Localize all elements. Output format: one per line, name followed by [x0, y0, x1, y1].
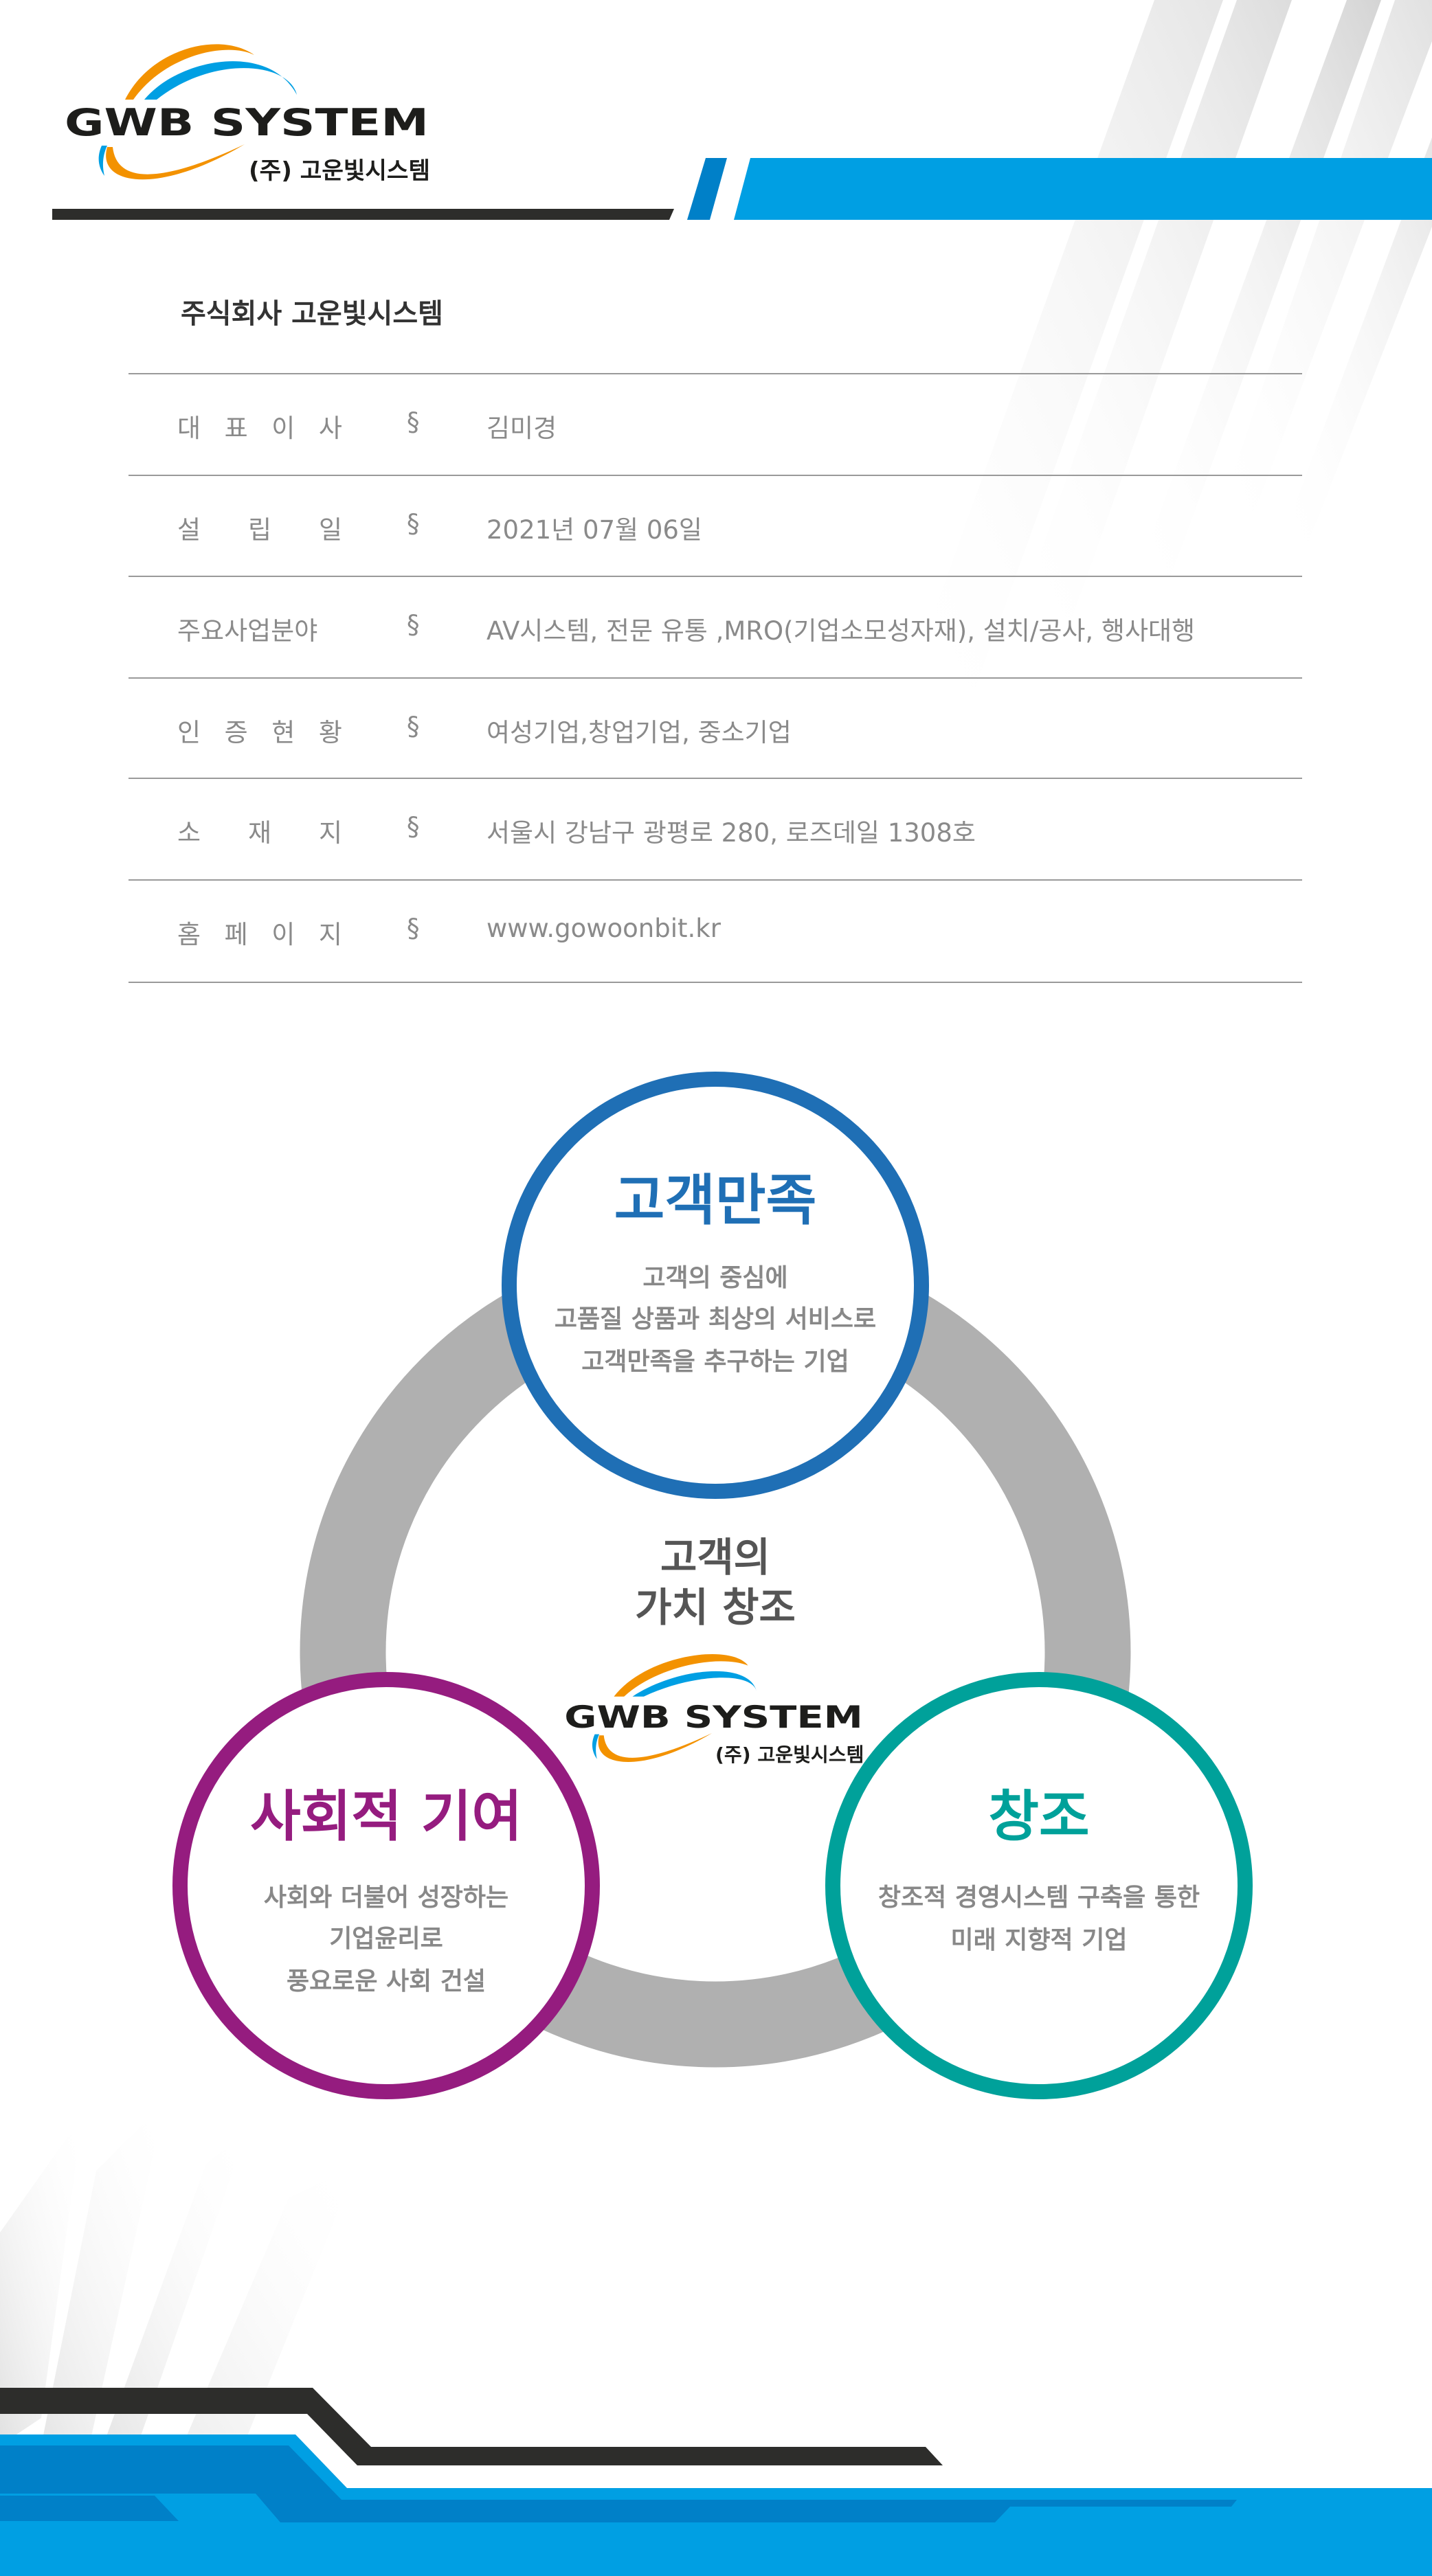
- info-row-value: AV시스템, 전문 유통 ,MRO(기업소모성자재), 설치/공사, 행사대행: [486, 616, 1196, 646]
- label-char: 설: [177, 515, 201, 545]
- label-char: 지: [318, 818, 342, 848]
- label-char: 홈: [177, 920, 201, 949]
- info-row-label: 주요사업분야: [177, 610, 342, 647]
- section-mark: §: [407, 610, 420, 640]
- label-char: 페: [224, 920, 248, 949]
- info-row-value: 여성기업,창업기업, 중소기업: [486, 718, 792, 747]
- header-blue-stripe: [687, 158, 727, 220]
- left-circle-line: 풍요로운 사회 건설: [287, 1967, 486, 1996]
- header-dark-bar: [52, 209, 674, 220]
- logo-subtitle: (주) 고운빛시스템: [249, 157, 430, 185]
- logo-name: GWB SYSTEM: [65, 101, 429, 144]
- label-char: 지: [318, 920, 342, 949]
- center-label-line: 가치 창조: [635, 1584, 796, 1631]
- logo-blue-arc-icon: [632, 1671, 757, 1697]
- table-divider: [128, 475, 1302, 476]
- logo-orange-arc-icon: [614, 1654, 748, 1697]
- right-circle-line: 미래 지향적 기업: [951, 1926, 1128, 1954]
- logo-orange-swoosh-icon: [598, 1733, 713, 1762]
- label-char: 표: [224, 414, 248, 443]
- left-circle-title: 사회적 기여: [250, 1785, 522, 1849]
- top-right-streaks: [907, 0, 1432, 687]
- label-char: 소: [177, 818, 201, 848]
- logo-blue-arc-icon: [144, 61, 297, 100]
- section-mark: §: [407, 712, 420, 741]
- top-circle-line: 고품질 상품과 최상의 서비스로: [555, 1305, 876, 1333]
- label-char: 일: [318, 515, 342, 545]
- section-mark: §: [407, 407, 420, 437]
- section-mark: §: [407, 914, 420, 943]
- footer-dark-bar: [0, 2388, 943, 2465]
- info-row-value: 서울시 강남구 광평로 280, 로즈데일 1308호: [486, 818, 976, 848]
- left-circle-line: 사회와 더불어 성장하는: [264, 1884, 508, 1912]
- top-circle-line: 고객의 중심에: [642, 1264, 787, 1292]
- logo-name: GWB SYSTEM: [564, 1700, 863, 1735]
- label-char: 사: [318, 414, 342, 443]
- center-logo: GWB SYSTEM (주) 고운빛시스템: [564, 1654, 864, 1766]
- label-char: 현: [271, 718, 295, 747]
- label-char: 이: [271, 920, 295, 949]
- values-diagram: 고객만족 고객의 중심에 고품질 상품과 최상의 서비스로 고객만족을 추구하는…: [172, 1072, 1253, 2099]
- bottom-left-streaks: [0, 2102, 357, 2487]
- company-title: 주식회사 고운빛시스템: [181, 298, 443, 330]
- table-divider: [128, 879, 1302, 881]
- logo-subtitle: (주) 고운빛시스템: [715, 1743, 864, 1766]
- circle-customer-satisfaction: 고객만족 고객의 중심에 고품질 상품과 최상의 서비스로 고객만족을 추구하는…: [502, 1072, 929, 1499]
- label-char: 황: [318, 718, 342, 747]
- center-label-line: 고객의: [660, 1534, 770, 1581]
- logo-blue-swoosh-icon: [98, 146, 107, 176]
- logo-orange-arc-icon: [125, 44, 254, 100]
- info-row-value: 2021년 07월 06일: [486, 515, 702, 545]
- label-char: 주요사업분야: [177, 616, 318, 646]
- right-circle-line: 창조적 경영시스템 구축을 통한: [878, 1884, 1200, 1912]
- section-mark: §: [407, 509, 420, 539]
- label-char: 이: [271, 414, 295, 443]
- table-divider: [128, 778, 1302, 779]
- logo-blue-swoosh-icon: [592, 1734, 600, 1759]
- logo-orange-swoosh-icon: [106, 144, 245, 180]
- footer-blue-stripe-1: [0, 2445, 1237, 2522]
- table-divider: [128, 373, 1302, 374]
- label-char: 증: [224, 718, 248, 747]
- table-divider: [128, 576, 1302, 577]
- gwb-system-logo: GWB SYSTEM (주) 고운빛시스템: [65, 44, 430, 185]
- label-char: 인: [177, 718, 201, 747]
- header-blue-bar: [734, 158, 1432, 220]
- circle-social-contribution: 사회적 기여 사회와 더불어 성장하는 기업윤리로 풍요로운 사회 건설: [172, 1672, 600, 2099]
- footer-blue-stripe-2: [0, 2496, 179, 2521]
- section-mark: §: [407, 812, 420, 841]
- table-divider: [128, 982, 1302, 983]
- circle-creation: 창조 창조적 경영시스템 구축을 통한 미래 지향적 기업: [825, 1672, 1253, 2099]
- info-row-value[interactable]: www.gowoonbit.kr: [486, 914, 721, 943]
- label-char: 대: [177, 414, 201, 443]
- top-circle-line: 고객만족을 추구하는 기업: [581, 1348, 849, 1376]
- label-char: 립: [247, 515, 272, 545]
- label-char: 재: [247, 818, 272, 848]
- left-circle-line: 기업윤리로: [329, 1925, 443, 1953]
- info-row-value: 김미경: [486, 414, 557, 443]
- top-circle-title: 고객만족: [614, 1168, 816, 1232]
- table-divider: [128, 677, 1302, 679]
- right-circle-title: 창조: [988, 1785, 1089, 1849]
